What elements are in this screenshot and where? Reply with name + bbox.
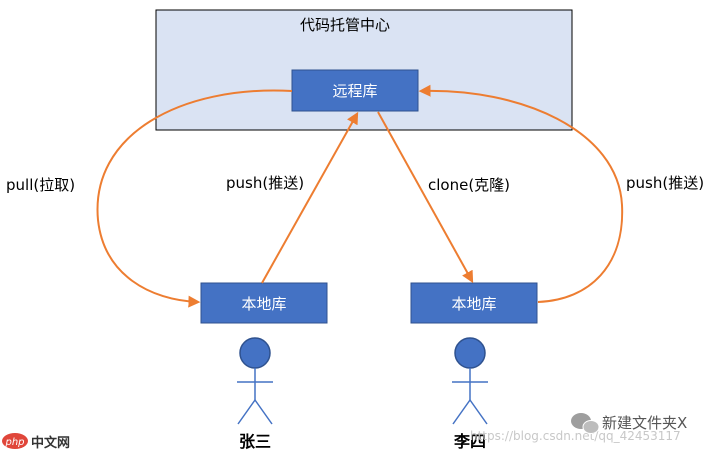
local-repo-box-zhangsan: [200, 282, 328, 324]
person-icon-zhangsan: [237, 337, 273, 425]
local-repo-label-zhangsan: 本地库: [241, 295, 286, 313]
blog-url-watermark: https://blog.csdn.net/qq_42453117: [470, 429, 681, 443]
clone-arrow: [377, 111, 474, 284]
clone-label: clone(克隆): [428, 176, 510, 194]
svg-text:php: php: [4, 437, 24, 448]
remote-repo-label: 远程库: [332, 82, 377, 100]
wechat-icon: [571, 413, 600, 434]
pull-label: pull(拉取): [6, 176, 75, 194]
push-label-right: push(推送): [626, 174, 704, 192]
local-repo-box-lisi: [410, 282, 538, 324]
remote-repo-box: [291, 69, 419, 112]
person-icon-lisi: [452, 337, 488, 425]
push-arrow-zhangsan: [261, 111, 359, 284]
person-name-zhangsan: 张三: [239, 432, 271, 451]
pull-arrow: [96, 89, 293, 308]
local-repo-label-lisi: 本地库: [451, 295, 496, 313]
account-watermark: 新建文件夹X: [602, 414, 687, 432]
php-cn-logo: php 中文网: [2, 433, 70, 451]
push-label-left: push(推送): [226, 174, 304, 192]
person-name-lisi: 李四: [453, 432, 486, 451]
svg-text:中文网: 中文网: [31, 435, 70, 451]
push-arrow-lisi: [418, 84, 624, 303]
hosting-center-title: 代码托管中心: [300, 16, 390, 34]
